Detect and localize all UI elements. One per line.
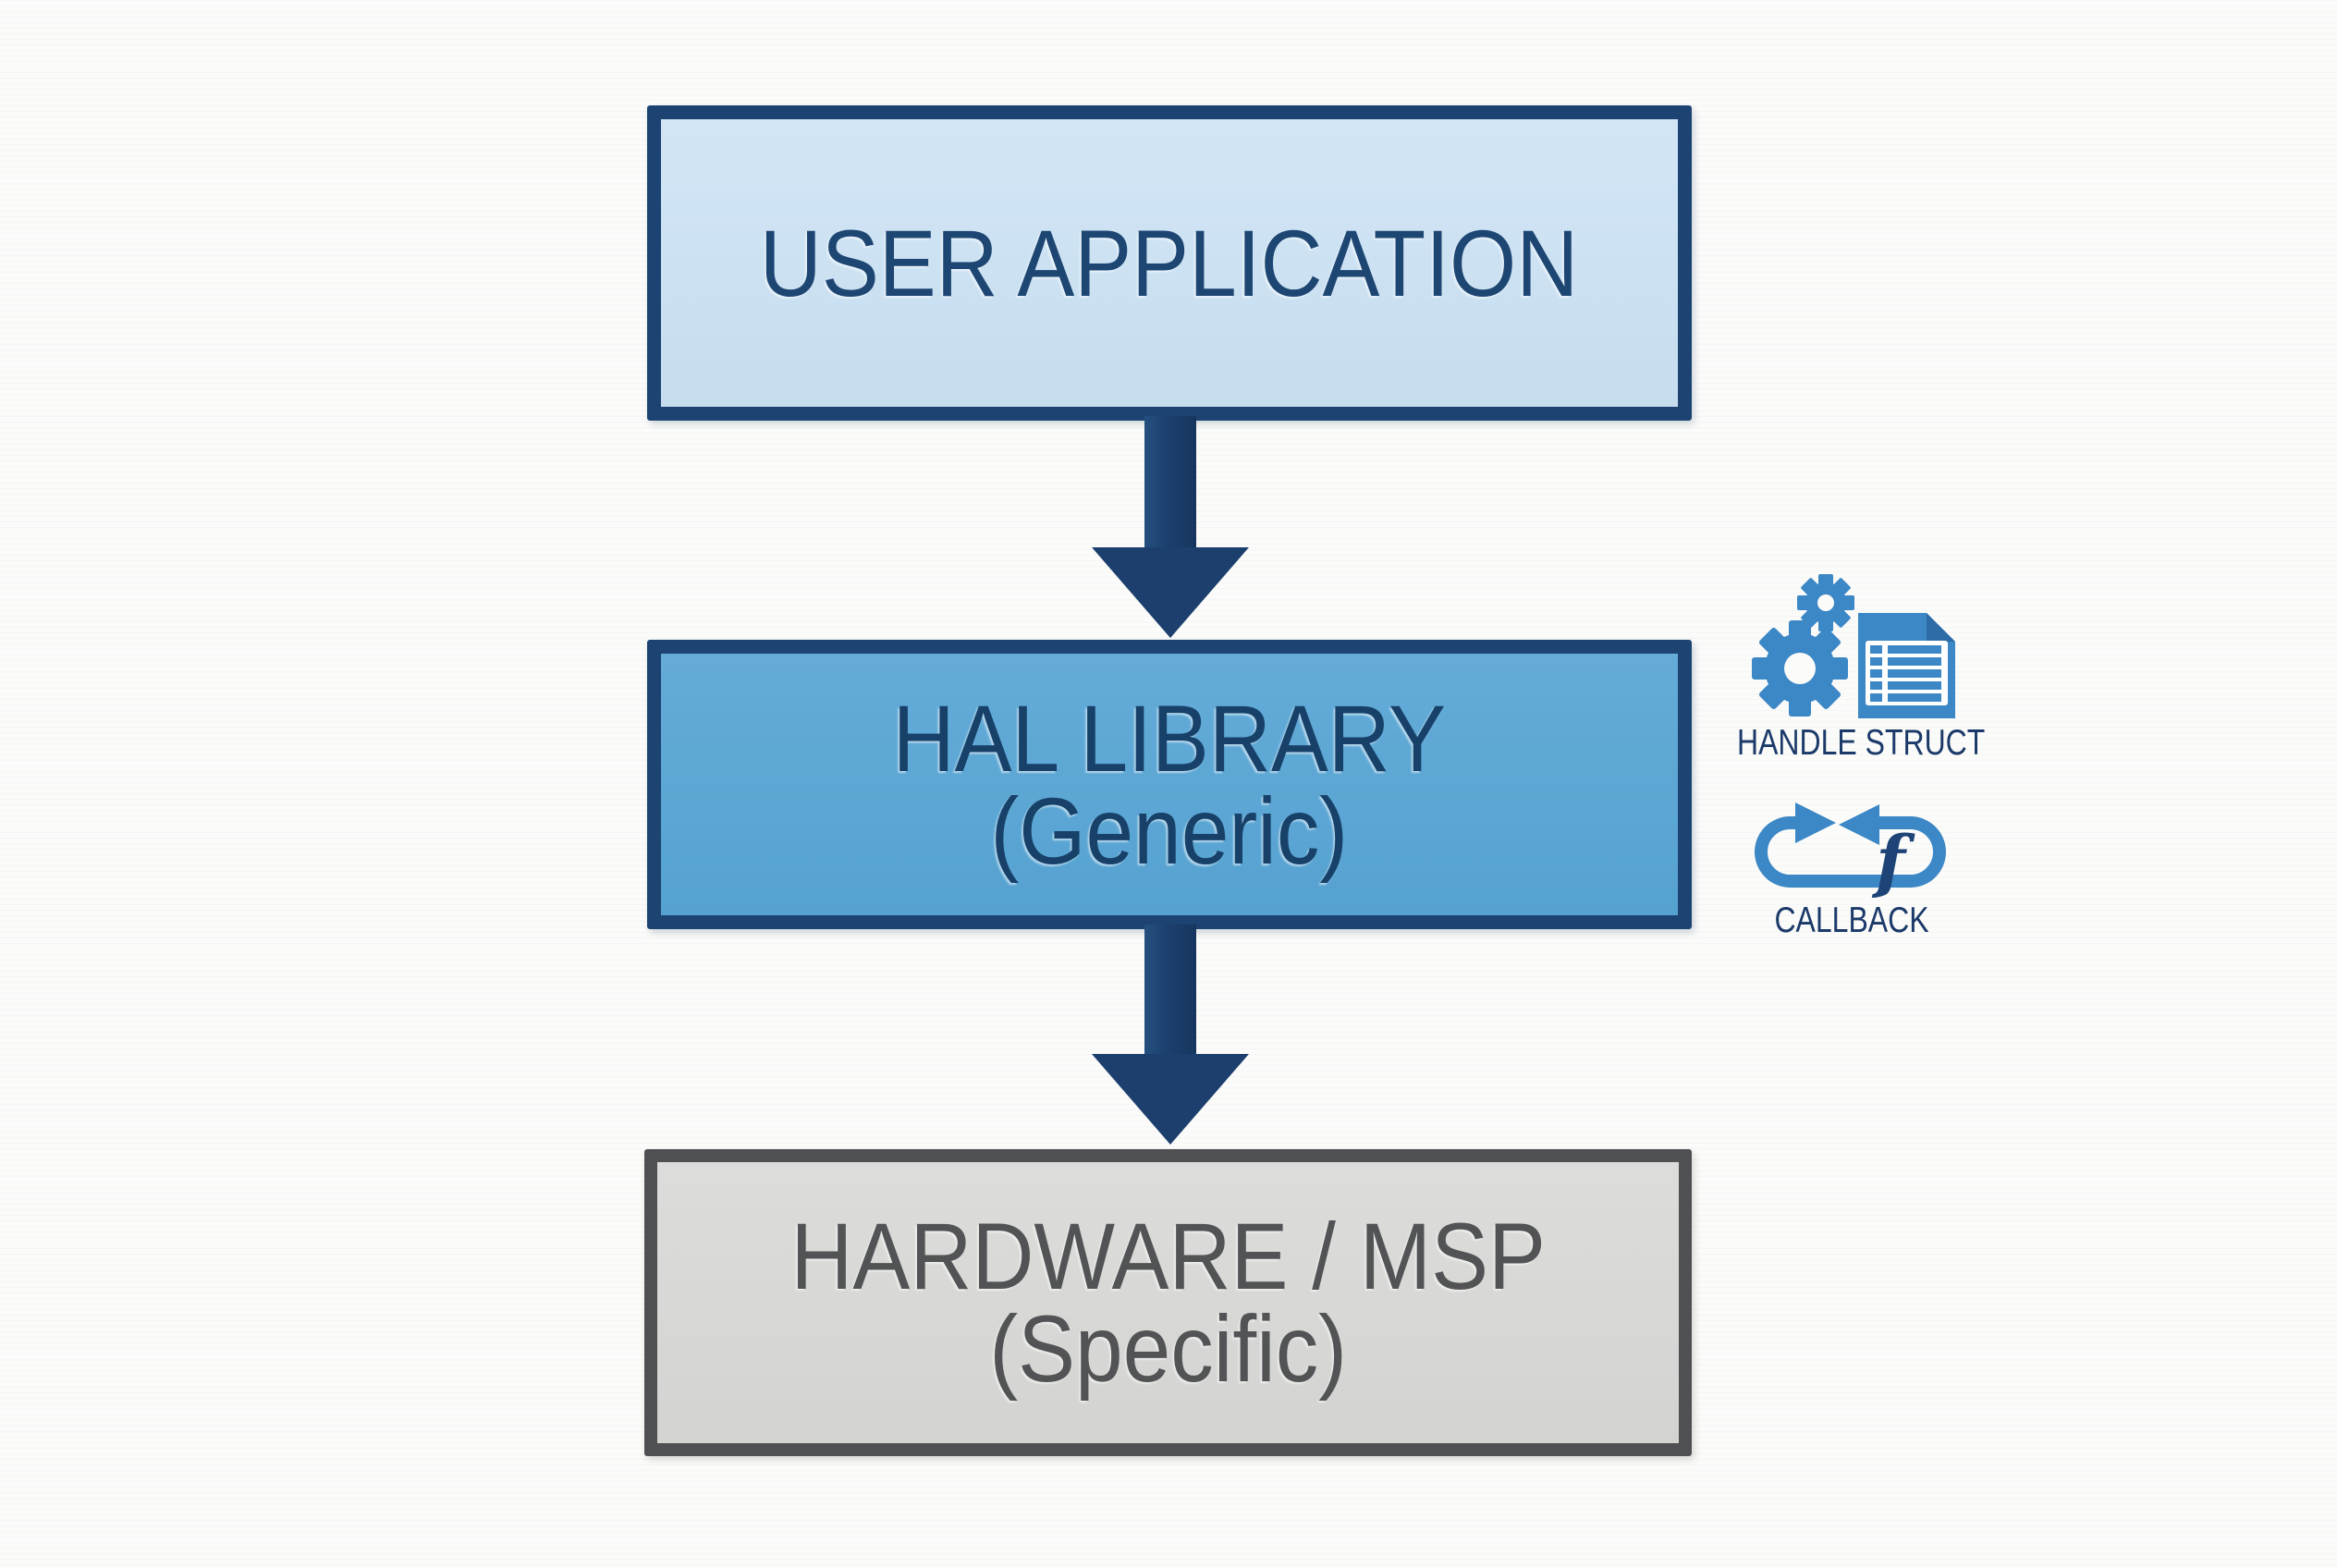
box-sublabel: (Generic) — [990, 778, 1349, 884]
down-arrow-top-shaft — [1144, 416, 1196, 550]
box-user-application-text: USER APPLICATION — [760, 210, 1579, 316]
box-hal-library: HAL LIBRARY (Generic) — [647, 640, 1692, 929]
down-arrow-bottom-head — [1092, 1054, 1249, 1145]
box-hal-library-text: HAL LIBRARY (Generic) — [892, 685, 1447, 884]
box-hardware-msp: HARDWARE / MSP (Specific) — [644, 1149, 1692, 1456]
box-label: USER APPLICATION — [760, 210, 1579, 316]
handle-struct-label: HANDLE STRUCT — [1737, 723, 1986, 763]
table-document-icon — [1858, 613, 1955, 718]
box-label: HAL LIBRARY — [892, 685, 1447, 791]
large-gear-icon — [1752, 620, 1848, 717]
loop-arrowhead-right — [1795, 802, 1836, 843]
box-user-application: USER APPLICATION — [647, 105, 1692, 421]
box-hardware-msp-text: HARDWARE / MSP (Specific) — [790, 1204, 1546, 1402]
down-arrow-top-head — [1092, 547, 1249, 638]
function-symbol: f — [1871, 822, 1915, 901]
loop-arrowhead-left — [1839, 804, 1879, 845]
box-label: HARDWARE / MSP — [790, 1204, 1546, 1309]
down-arrow-bottom-shaft — [1144, 925, 1196, 1057]
gears-and-table-document-icon — [1752, 574, 1955, 718]
small-gear-icon — [1797, 574, 1854, 631]
callback-label: CALLBACK — [1774, 900, 1929, 940]
box-sublabel: (Specific) — [989, 1296, 1347, 1402]
loop-arrows-function-icon: f — [1755, 802, 1946, 901]
